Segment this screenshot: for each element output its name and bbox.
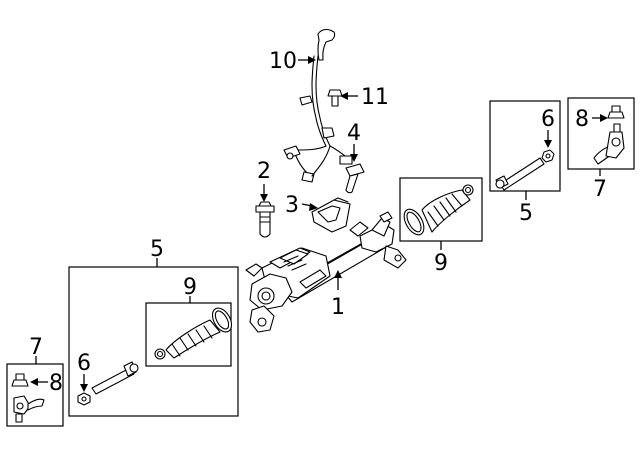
boot-kit-right [403, 184, 474, 236]
boot-kit-left [154, 307, 233, 360]
wiring-harness [283, 28, 353, 183]
harness-bolt [327, 89, 343, 107]
outer-tie-rod-end-left [13, 395, 45, 423]
callout-2: 2 [257, 159, 271, 184]
outer-tie-rod-end-right [593, 123, 625, 165]
callout-6-left: 6 [77, 351, 91, 376]
bolt-upper [345, 163, 365, 194]
callout-5-left: 5 [150, 237, 164, 262]
inner-tie-rod-right [495, 157, 545, 191]
callout-6-right: 6 [541, 107, 555, 132]
callout-5-right: 5 [519, 201, 533, 226]
callout-4: 4 [347, 121, 361, 146]
callout-10: 10 [269, 49, 297, 74]
jam-nut-left [11, 373, 29, 387]
jam-nut-right [607, 105, 625, 119]
callout-8-right: 8 [575, 107, 589, 132]
callout-9-left: 9 [183, 275, 197, 300]
callout-11: 11 [361, 85, 389, 110]
callout-8-left: 8 [49, 371, 63, 396]
inner-tie-rod-left [91, 361, 139, 395]
bracket [311, 197, 351, 233]
callout-7-right: 7 [593, 177, 607, 202]
leader-arrows [30, 56, 608, 392]
callout-9-right: 9 [434, 251, 448, 276]
bolt [255, 201, 275, 238]
callout-1: 1 [331, 295, 345, 320]
nut-left [77, 392, 91, 406]
rack-and-pinion-assembly [245, 211, 407, 333]
callout-3: 3 [285, 193, 299, 218]
nut-right [541, 149, 555, 163]
callout-7-left: 7 [29, 335, 43, 360]
